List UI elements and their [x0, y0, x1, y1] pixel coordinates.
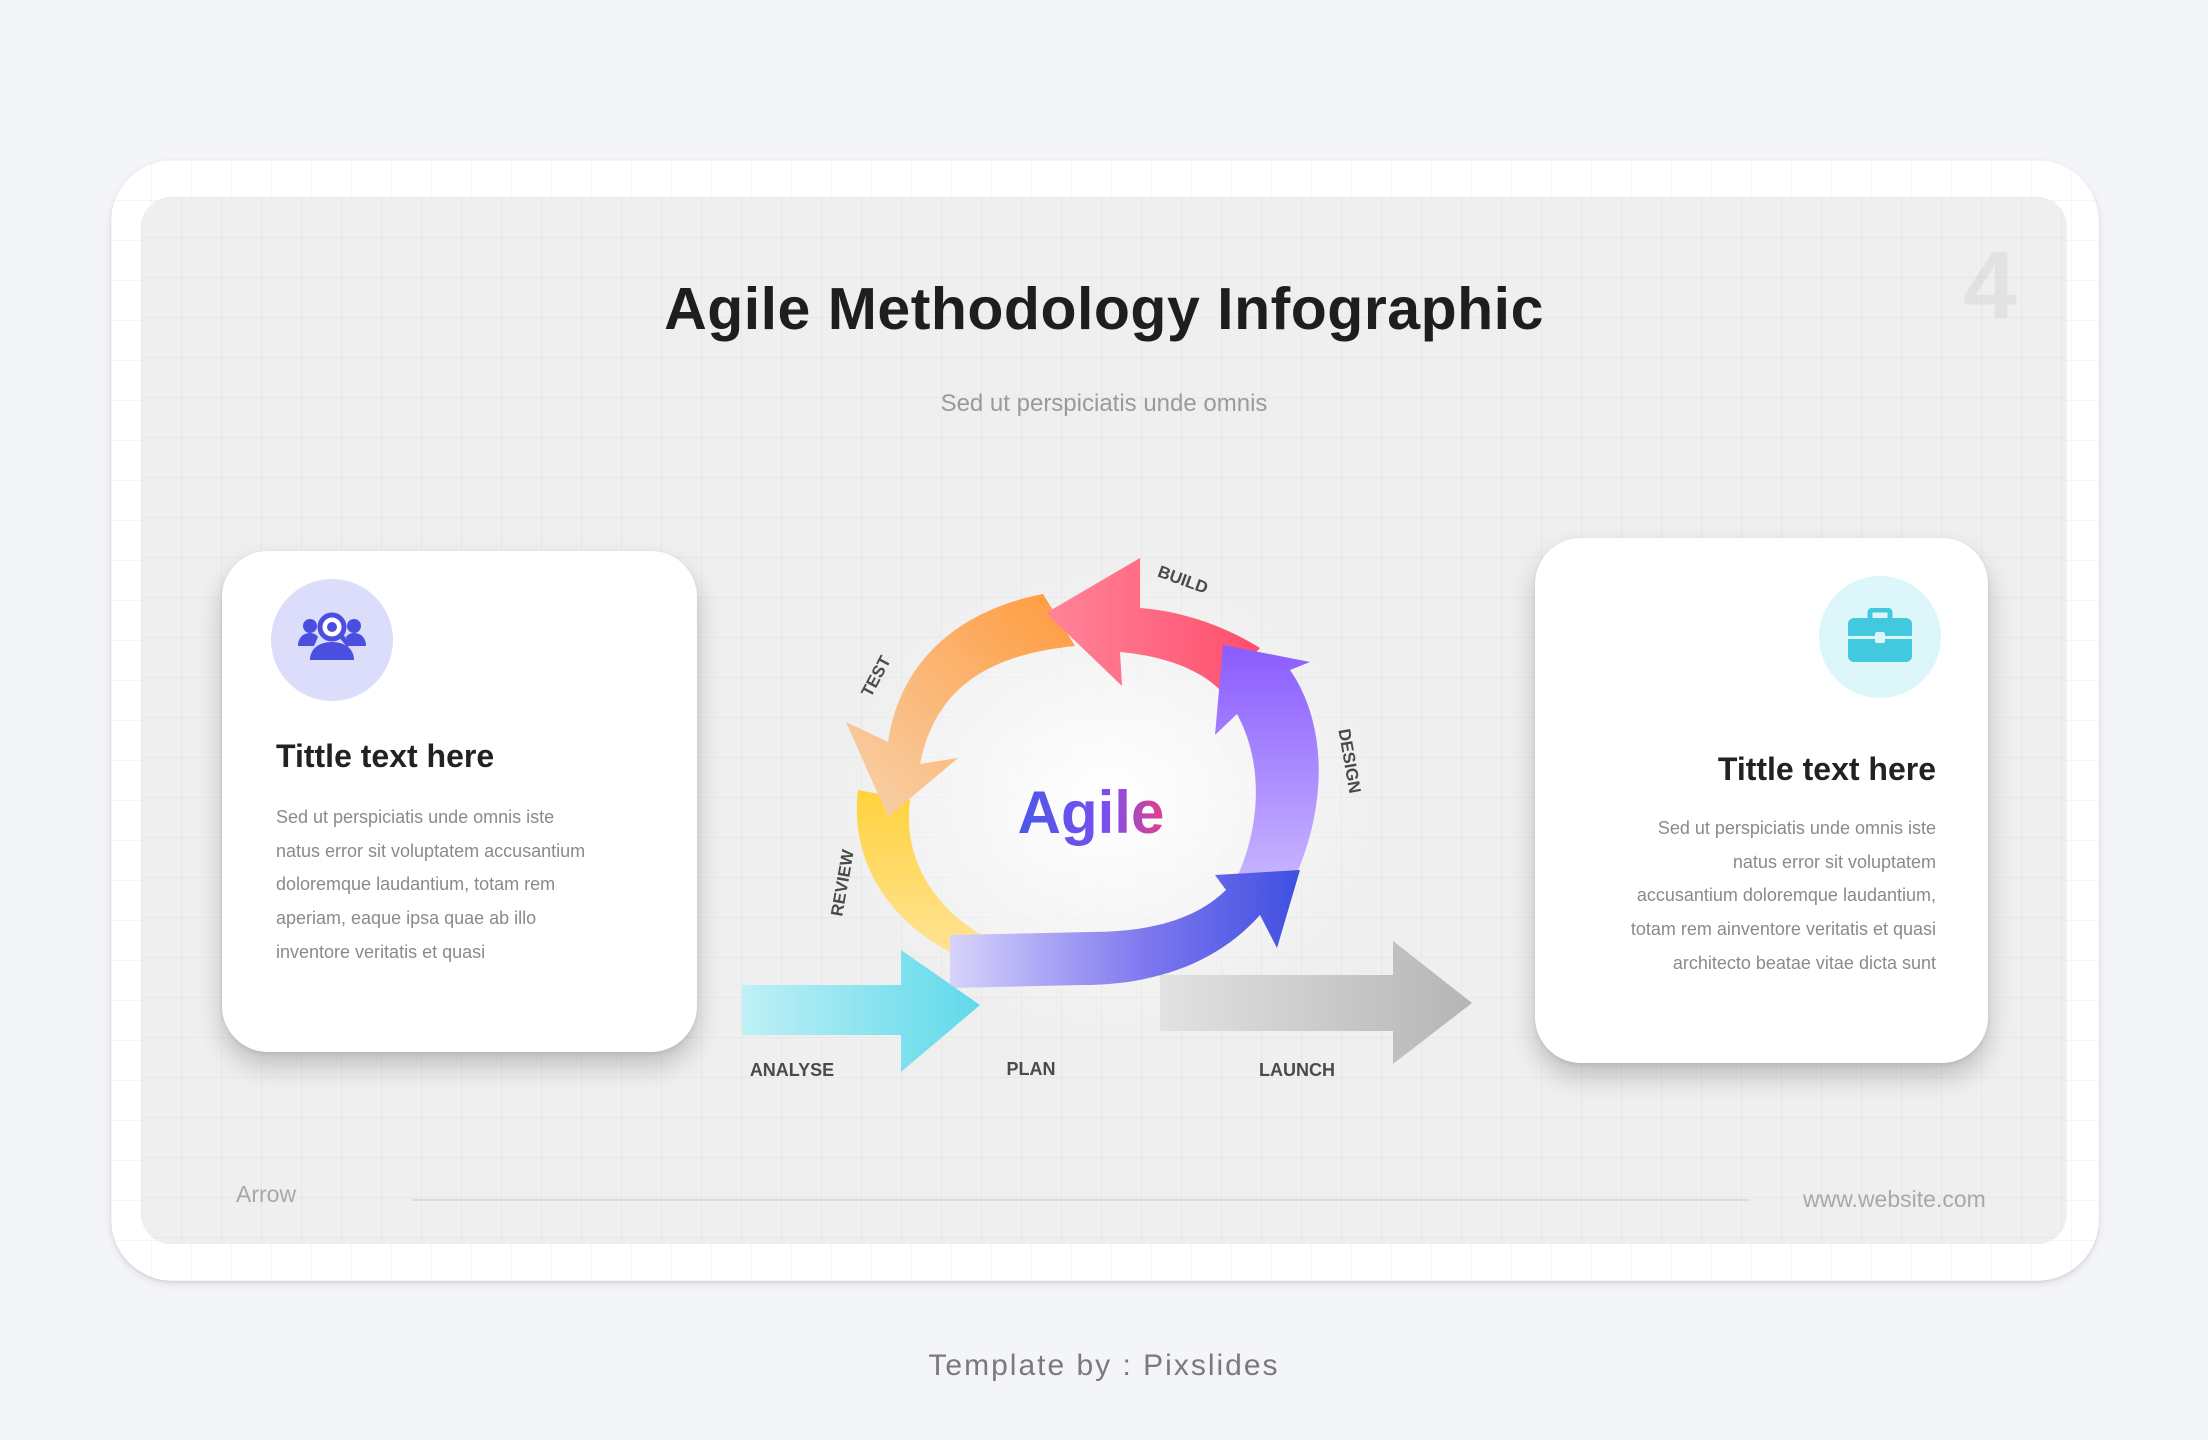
- right-card: Tittle text here Sed ut perspiciatis und…: [1535, 538, 1988, 1063]
- left-card-line: aperiam, eaque ipsa quae ab illo: [276, 908, 537, 929]
- slide-title: Agile Methodology Infographic: [664, 276, 1544, 342]
- left-card-title: Tittle text here: [276, 738, 495, 774]
- analyse-arrow: [742, 950, 980, 1072]
- right-card-line: natus error sit voluptatem: [1732, 851, 1936, 872]
- design-segment: [1215, 645, 1319, 880]
- left-card-line: natus error sit voluptatem accusantium: [276, 840, 586, 861]
- plan-segment: [950, 870, 1300, 988]
- slide-subtitle: Sed ut perspiciatis unde omnis: [940, 390, 1268, 417]
- right-card-line: architecto beatae vitae dicta sunt: [1672, 952, 1936, 973]
- page-number: 4: [1963, 232, 2017, 339]
- briefcase-icon-badge: [1819, 576, 1941, 698]
- right-card-line: Sed ut perspiciatis unde omnis iste: [1657, 818, 1936, 838]
- agile-center-label: Agile: [1018, 779, 1165, 846]
- right-card-body: Sed ut perspiciatis unde omnis iste natu…: [1556, 812, 1936, 981]
- test-segment: [846, 594, 1075, 817]
- template-credit: Template by : Pixslides: [928, 1349, 1280, 1382]
- agile-cycle-diagram: Agile ANALYSE PLAN LAUNCH DESIGN BUILD T…: [700, 520, 1540, 1100]
- left-card-line: Sed ut perspiciatis unde omnis iste: [276, 807, 555, 827]
- right-card-line: accusantium doloremque laudantium,: [1636, 885, 1936, 906]
- left-card: Tittle text here Sed ut perspiciatis und…: [222, 551, 697, 1052]
- left-card-line: inventore veritatis et quasi: [276, 941, 486, 962]
- footer-website: www.website.com: [1803, 1186, 1986, 1212]
- launch-arrow: [1160, 941, 1472, 1064]
- build-segment: [1046, 558, 1260, 690]
- team-search-icon-badge: [271, 579, 393, 701]
- briefcase-icon: [1848, 608, 1912, 662]
- left-card-line: doloremque laudantium, totam rem: [276, 874, 556, 895]
- stage-label-launch: LAUNCH: [1259, 1060, 1335, 1080]
- footer-label: Arrow: [236, 1181, 297, 1207]
- footer-divider: [412, 1199, 1750, 1201]
- stage-label-analyse: ANALYSE: [750, 1060, 834, 1080]
- right-card-line: totam rem ainventore veritatis et quasi: [1630, 919, 1936, 940]
- left-card-body: Sed ut perspiciatis unde omnis iste natu…: [276, 801, 656, 970]
- stage-label-plan: PLAN: [1007, 1059, 1056, 1079]
- right-card-title: Tittle text here: [1717, 751, 1936, 787]
- agile-cycle-svg: Agile ANALYSE PLAN LAUNCH DESIGN BUILD T…: [742, 558, 1472, 1080]
- team-search-icon: [298, 612, 366, 660]
